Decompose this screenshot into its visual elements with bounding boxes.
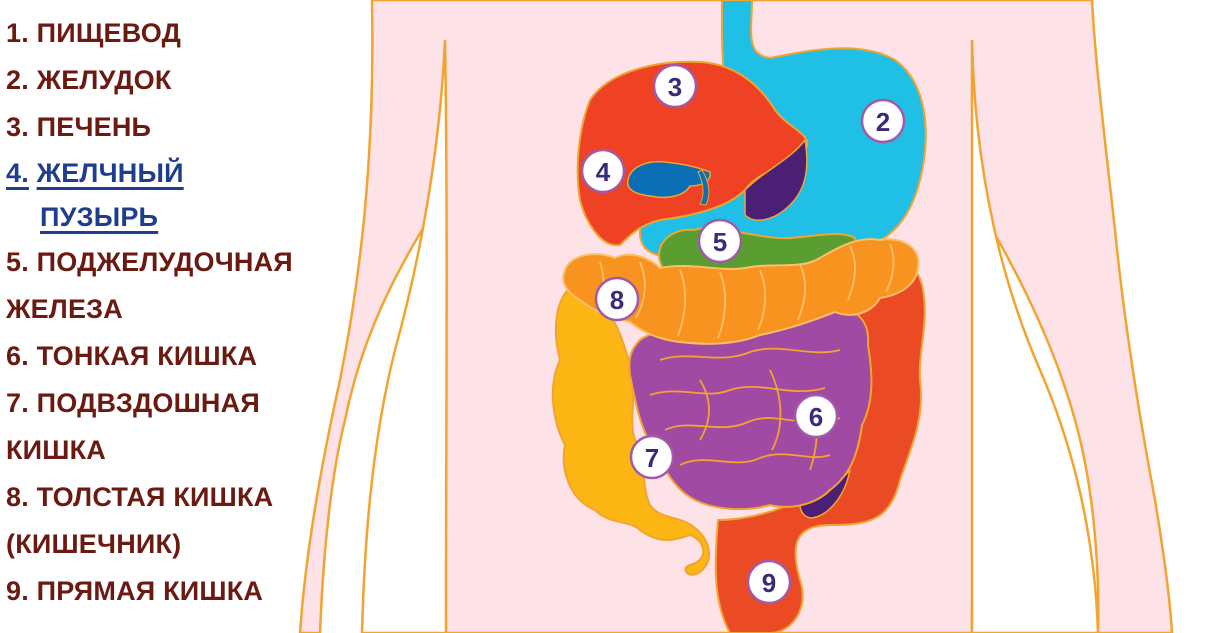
legend-item-ileum[interactable]: 7. ПОДВЗДОШНАЯ bbox=[6, 380, 346, 427]
marker-small-intestine: 6 bbox=[793, 393, 839, 439]
legend-number: 7. bbox=[6, 388, 29, 418]
legend-item-liver[interactable]: 3. ПЕЧЕНЬ bbox=[6, 104, 346, 151]
marker-gallbladder: 4 bbox=[580, 148, 626, 194]
marker-liver: 3 bbox=[652, 63, 698, 109]
right-arm-gap bbox=[970, 39, 1100, 633]
legend-number: 2. bbox=[6, 65, 29, 95]
marker-label: 2 bbox=[876, 107, 890, 137]
legend-number: 1. bbox=[6, 18, 29, 48]
bile-duct bbox=[697, 169, 710, 206]
marker-stomach: 2 bbox=[860, 98, 906, 144]
legend-item-small-intestine[interactable]: 6. ТОНКАЯ КИШКА bbox=[6, 333, 346, 380]
legend-label: ТОЛСТАЯ КИШКА bbox=[36, 482, 274, 512]
legend-item-large-intestine-line2[interactable]: (КИШЕЧНИК) bbox=[6, 521, 346, 568]
marker-label: 9 bbox=[762, 568, 776, 598]
legend-number: 6. bbox=[6, 341, 29, 371]
marker-ileum: 7 bbox=[629, 434, 675, 480]
legend-label: ПОДЖЕЛУДОЧНАЯ bbox=[36, 247, 293, 277]
marker-rectum: 9 bbox=[746, 559, 792, 605]
large-intestine-haustra bbox=[595, 243, 895, 339]
marker-label: 8 bbox=[610, 285, 624, 315]
legend-label: ЖЕЛУДОК bbox=[36, 65, 172, 95]
left-arm-gap bbox=[360, 39, 448, 633]
legend-label: КИШКА bbox=[6, 435, 106, 465]
organ-legend: 1. ПИЩЕВОД 2. ЖЕЛУДОК 3. ПЕЧЕНЬ 4. ЖЕЛЧН… bbox=[6, 10, 346, 615]
legend-label: ПЕЧЕНЬ bbox=[36, 112, 152, 142]
legend-number: 8. bbox=[6, 482, 29, 512]
legend-item-large-intestine[interactable]: 8. ТОЛСТАЯ КИШКА bbox=[6, 474, 346, 521]
legend-item-pancreas[interactable]: 5. ПОДЖЕЛУДОЧНАЯ bbox=[6, 239, 346, 286]
legend-item-rectum[interactable]: 9. ПРЯМАЯ КИШКА bbox=[6, 568, 346, 615]
marker-pancreas: 5 bbox=[697, 218, 743, 264]
marker-label: 7 bbox=[645, 443, 659, 473]
legend-label: ПУЗЫРЬ bbox=[40, 202, 159, 232]
legend-item-ileum-line2[interactable]: КИШКА bbox=[6, 427, 346, 474]
legend-item-stomach[interactable]: 2. ЖЕЛУДОК bbox=[6, 57, 346, 104]
legend-item-esophagus[interactable]: 1. ПИЩЕВОД bbox=[6, 10, 346, 57]
marker-label: 3 bbox=[668, 72, 682, 102]
legend-label: (КИШЕЧНИК) bbox=[6, 529, 182, 559]
marker-large-intestine: 8 bbox=[594, 276, 640, 322]
large-intestine bbox=[562, 238, 920, 345]
shadow-region-upper bbox=[744, 138, 808, 221]
legend-label: ПОДВЗДОШНАЯ bbox=[36, 388, 260, 418]
legend-label: ПИЩЕВОД bbox=[36, 18, 182, 48]
legend-label: ЖЕЛЧНЫЙ bbox=[36, 158, 184, 188]
legend-label: ЖЕЛЕЗА bbox=[6, 294, 123, 324]
marker-label: 4 bbox=[596, 157, 611, 187]
legend-number: 9. bbox=[6, 576, 29, 606]
legend-item-gallbladder-line2[interactable]: ПУЗЫРЬ bbox=[6, 195, 346, 239]
small-intestine-folds bbox=[649, 347, 841, 471]
legend-item-gallbladder[interactable]: 4. ЖЕЛЧНЫЙ bbox=[6, 151, 346, 195]
legend-label: ПРЯМАЯ КИШКА bbox=[36, 576, 264, 606]
legend-number: 4. bbox=[6, 158, 29, 188]
legend-number: 5. bbox=[6, 247, 29, 277]
marker-label: 5 bbox=[713, 227, 727, 257]
marker-label: 6 bbox=[809, 402, 823, 432]
legend-number: 3. bbox=[6, 112, 29, 142]
legend-label: ТОНКАЯ КИШКА bbox=[36, 341, 258, 371]
ileum bbox=[551, 283, 710, 576]
legend-item-pancreas-line2[interactable]: ЖЕЛЕЗА bbox=[6, 286, 346, 333]
